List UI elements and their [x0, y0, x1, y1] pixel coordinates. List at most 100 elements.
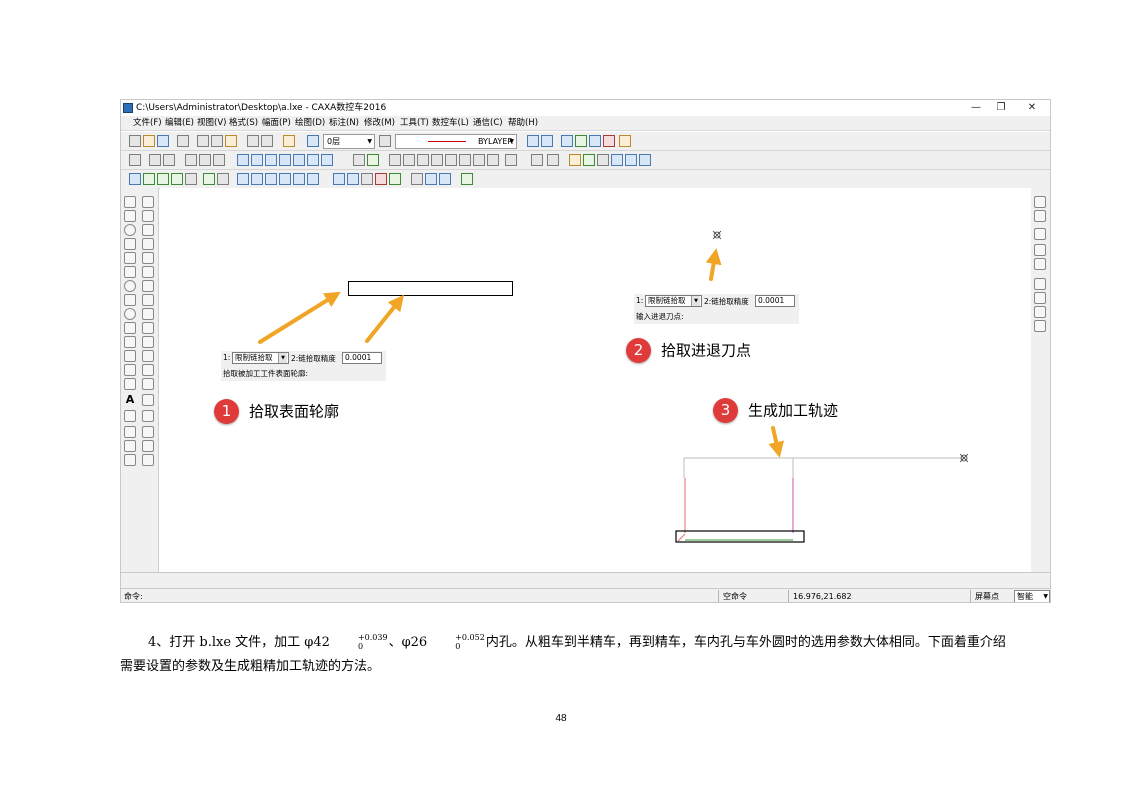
- linetype-select[interactable]: BYLAYER▼: [395, 134, 517, 149]
- chain-pick-mode-select[interactable]: 限制链拾取▼: [645, 295, 702, 307]
- mirror-tool-icon[interactable]: [142, 238, 154, 250]
- right-tool-2-icon[interactable]: [1034, 210, 1046, 222]
- zoom-g-icon[interactable]: [625, 154, 637, 166]
- cnc-r-icon[interactable]: [389, 173, 401, 185]
- dim-h-icon[interactable]: [459, 154, 471, 166]
- layer-manager-icon[interactable]: [307, 135, 319, 147]
- rotate-tool-icon[interactable]: [142, 252, 154, 264]
- dim-i-icon[interactable]: [473, 154, 485, 166]
- tool-x6-icon[interactable]: [142, 440, 154, 452]
- dim-c-icon[interactable]: [389, 154, 401, 166]
- break-tool-icon[interactable]: [142, 336, 154, 348]
- new-file-icon[interactable]: [129, 135, 141, 147]
- menu-communication[interactable]: 通信(C): [473, 118, 503, 128]
- menu-draw[interactable]: 绘图(D): [295, 118, 326, 128]
- paste-icon[interactable]: [225, 135, 237, 147]
- drawing-canvas[interactable]: 1: 限制链拾取▼ 2:链拾取精度 0.0001 拾取被加工工件表面轮廓: 1:…: [160, 188, 1031, 572]
- modify-d-icon[interactable]: [279, 154, 291, 166]
- tool-x2-icon[interactable]: [142, 410, 154, 422]
- cnc-t-icon[interactable]: [425, 173, 437, 185]
- restore-button[interactable]: ❐: [996, 102, 1006, 113]
- dim-d-icon[interactable]: [403, 154, 415, 166]
- help-icon[interactable]: [283, 135, 295, 147]
- color-icon[interactable]: [379, 135, 391, 147]
- cnc-a-icon[interactable]: [129, 173, 141, 185]
- dim-e-icon[interactable]: [417, 154, 429, 166]
- edit-a-icon[interactable]: [185, 154, 197, 166]
- open-file-icon[interactable]: [143, 135, 155, 147]
- chain-pick-mode-select[interactable]: 限制链拾取▼: [232, 352, 289, 364]
- tool-c-icon[interactable]: [589, 135, 601, 147]
- full-view-icon[interactable]: [129, 154, 141, 166]
- snap-mode-select[interactable]: 智能▼: [1014, 590, 1050, 602]
- right-tool-5-icon[interactable]: [1034, 258, 1046, 270]
- right-tool-9-icon[interactable]: [1034, 320, 1046, 332]
- edit-b-icon[interactable]: [199, 154, 211, 166]
- dimension-b-icon[interactable]: [367, 154, 379, 166]
- center-tool-icon[interactable]: [124, 308, 136, 320]
- tool-x1-icon[interactable]: [124, 410, 136, 422]
- cnc-s-icon[interactable]: [411, 173, 423, 185]
- cnc-g-icon[interactable]: [217, 173, 229, 185]
- modify-f-icon[interactable]: [307, 154, 319, 166]
- menu-dimension[interactable]: 标注(N): [329, 118, 359, 128]
- profile-tool-icon[interactable]: [124, 350, 136, 362]
- menu-file[interactable]: 文件(F): [133, 118, 162, 128]
- scale-tool-icon[interactable]: [142, 280, 154, 292]
- rectangle-tool-icon[interactable]: [124, 294, 136, 306]
- zoom-a-icon[interactable]: [531, 154, 543, 166]
- precision-input[interactable]: 0.0001: [342, 352, 382, 364]
- right-tool-1-icon[interactable]: [1034, 196, 1046, 208]
- cnc-h-icon[interactable]: [237, 173, 249, 185]
- view-b-icon[interactable]: [163, 154, 175, 166]
- cnc-v-icon[interactable]: [461, 173, 473, 185]
- point-tool-icon[interactable]: [124, 266, 136, 278]
- check-icon[interactable]: [541, 135, 553, 147]
- save-icon[interactable]: [157, 135, 169, 147]
- cnc-p-icon[interactable]: [361, 173, 373, 185]
- corner-tool-icon[interactable]: [124, 336, 136, 348]
- cnc-d-icon[interactable]: [171, 173, 183, 185]
- right-tool-4-icon[interactable]: [1034, 244, 1046, 256]
- zoom-d-icon[interactable]: [583, 154, 595, 166]
- right-tool-8-icon[interactable]: [1034, 306, 1046, 318]
- cnc-e-icon[interactable]: [185, 173, 197, 185]
- tool-x5-icon[interactable]: [124, 440, 136, 452]
- tool-d-icon[interactable]: [603, 135, 615, 147]
- tool-e-icon[interactable]: [619, 135, 631, 147]
- zoom-e-icon[interactable]: [597, 154, 609, 166]
- line-style-icon[interactable]: [527, 135, 539, 147]
- tool-a-icon[interactable]: [561, 135, 573, 147]
- modify-e-icon[interactable]: [293, 154, 305, 166]
- right-tool-3-icon[interactable]: [1034, 228, 1046, 240]
- cnc-i-icon[interactable]: [251, 173, 263, 185]
- array-tool-icon[interactable]: [142, 266, 154, 278]
- modify-a-icon[interactable]: [237, 154, 249, 166]
- zoom-b-icon[interactable]: [547, 154, 559, 166]
- cnc-q-icon[interactable]: [375, 173, 387, 185]
- menu-view[interactable]: 视图(V): [197, 118, 227, 128]
- line-tool-icon[interactable]: [124, 196, 136, 208]
- trim-tool-icon[interactable]: [142, 294, 154, 306]
- command-line[interactable]: [121, 573, 1050, 589]
- arc-tool-icon[interactable]: [124, 238, 136, 250]
- tool-b-icon[interactable]: [575, 135, 587, 147]
- modify-c-icon[interactable]: [265, 154, 277, 166]
- cnc-f-icon[interactable]: [203, 173, 215, 185]
- zoom-f-icon[interactable]: [611, 154, 623, 166]
- block-tool-icon[interactable]: [142, 394, 154, 406]
- tool-x3-icon[interactable]: [124, 426, 136, 438]
- print-icon[interactable]: [177, 135, 189, 147]
- cnc-j-icon[interactable]: [265, 173, 277, 185]
- tool-x4-icon[interactable]: [142, 426, 154, 438]
- align-tool-icon[interactable]: [142, 378, 154, 390]
- close-button[interactable]: ✕: [1027, 102, 1037, 113]
- cnc-o-icon[interactable]: [347, 173, 359, 185]
- cnc-u-icon[interactable]: [439, 173, 451, 185]
- menu-cnc-lathe[interactable]: 数控车(L): [432, 118, 469, 128]
- tool-x8-icon[interactable]: [142, 454, 154, 466]
- dim-j-icon[interactable]: [487, 154, 499, 166]
- stretch-tool-icon[interactable]: [142, 364, 154, 376]
- menu-help[interactable]: 帮助(H): [508, 118, 539, 128]
- copy-icon[interactable]: [211, 135, 223, 147]
